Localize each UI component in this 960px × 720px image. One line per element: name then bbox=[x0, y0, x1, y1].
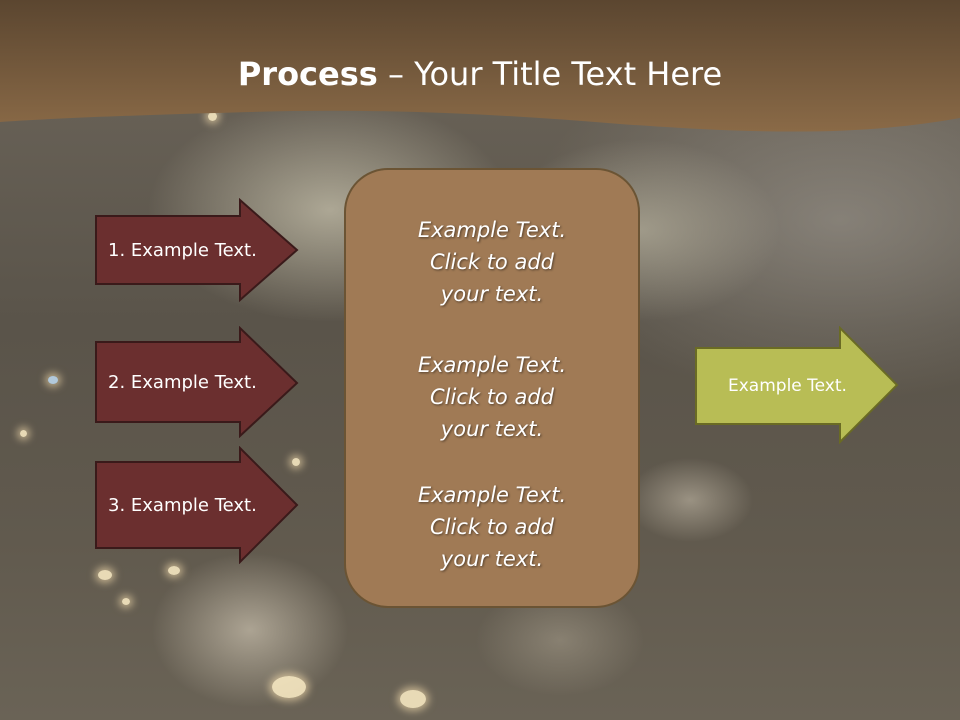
panel-line: your text. bbox=[440, 417, 544, 441]
panel-line: Click to add bbox=[429, 515, 554, 539]
arrow-shape-icon bbox=[95, 446, 299, 564]
title-bold: Process bbox=[237, 55, 378, 93]
arrow-shape-icon bbox=[95, 198, 299, 302]
bokeh-light bbox=[208, 112, 217, 121]
panel-line: Click to add bbox=[429, 250, 554, 274]
panel-text-block-2[interactable]: Example Text. Click to add your text. bbox=[346, 349, 638, 445]
arrow-shape-icon bbox=[95, 326, 299, 438]
panel-line: Example Text. bbox=[417, 483, 567, 507]
bokeh-light bbox=[168, 566, 180, 575]
arrow-shape-icon bbox=[695, 326, 899, 444]
bokeh-light bbox=[98, 570, 112, 580]
content-panel[interactable]: Example Text. Click to add your text. Ex… bbox=[344, 168, 640, 608]
bokeh-light bbox=[400, 690, 426, 708]
bokeh-light bbox=[122, 598, 130, 605]
bokeh-light bbox=[292, 458, 300, 466]
step-label: 3. Example Text. bbox=[108, 494, 257, 516]
header-banner bbox=[0, 0, 960, 132]
panel-line: Click to add bbox=[429, 385, 554, 409]
panel-text-block-1[interactable]: Example Text. Click to add your text. bbox=[346, 214, 638, 310]
page-title: Process – Your Title Text Here bbox=[0, 52, 960, 96]
step-arrow-2[interactable]: 2. Example Text. bbox=[94, 326, 300, 438]
step-arrow-3[interactable]: 3. Example Text. bbox=[94, 446, 300, 564]
panel-line: your text. bbox=[440, 547, 544, 571]
title-rest: – Your Title Text Here bbox=[377, 55, 723, 93]
step-label: 1. Example Text. bbox=[108, 239, 257, 261]
step-arrow-1[interactable]: 1. Example Text. bbox=[94, 198, 300, 302]
result-arrow[interactable]: Example Text. bbox=[694, 326, 900, 444]
bokeh-light bbox=[272, 676, 306, 698]
panel-text-block-3[interactable]: Example Text. Click to add your text. bbox=[346, 479, 638, 575]
step-label: 2. Example Text. bbox=[108, 371, 257, 393]
panel-line: Example Text. bbox=[417, 353, 567, 377]
bokeh-light bbox=[20, 430, 27, 437]
panel-line: Example Text. bbox=[417, 218, 567, 242]
bokeh-light bbox=[48, 376, 58, 384]
result-label: Example Text. bbox=[728, 376, 847, 396]
panel-line: your text. bbox=[440, 282, 544, 306]
